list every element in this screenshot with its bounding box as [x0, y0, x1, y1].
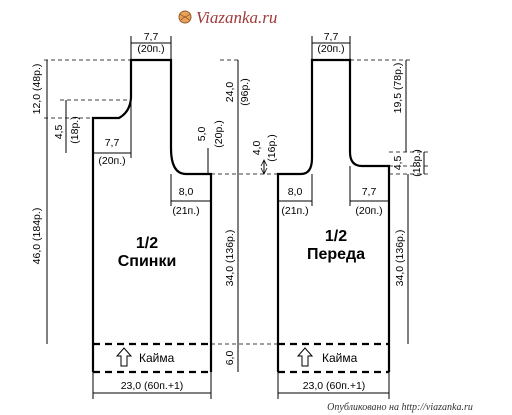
back-neck-width: 7,7 [144, 31, 159, 43]
front-armhole-width-sts: (21п.) [281, 205, 308, 217]
band-height: 6,0 [224, 351, 236, 366]
back-height-total: 46,0 (184р.) [31, 208, 43, 265]
front-shoulder-width-sts: (20п.) [355, 205, 382, 217]
front-title-name: Переда [307, 246, 365, 263]
front-outline [276, 58, 391, 344]
back-armhole-depth: 5,0 [196, 127, 208, 142]
up-arrow-icon [296, 347, 314, 367]
site-name: Viazanka.ru [196, 8, 277, 27]
site-header: Viazanka.ru [178, 8, 277, 27]
front-piece: 1/2 Переда Кайма 7,7 (20п.) 8,0 (21п.) 7… [276, 31, 428, 399]
front-height-neck: 4,5 [392, 156, 404, 171]
back-shoulder-width-sts: (20п.) [98, 155, 125, 167]
front-height-main: 34,0 (136р.) [394, 230, 406, 287]
back-piece: 1/2 Спинки Кайма 7,7 (20п.) 7,7 (20п.) 8… [31, 31, 225, 399]
back-outline [91, 58, 213, 344]
front-armhole-width: 8,0 [288, 186, 303, 198]
back-band-label: Кайма [139, 351, 175, 365]
front-height-neck-rows: (18р.) [411, 149, 423, 176]
back-title-fraction: 1/2 [136, 235, 158, 252]
footer-credit: Опубликовано на http://viazanka.ru [327, 402, 473, 413]
front-neck-width-sts: (20п.) [317, 43, 344, 55]
ball-of-yarn-icon [178, 10, 192, 24]
neck-depth: 4,0 [251, 141, 263, 156]
back-armhole-depth-rows: (20р.) [213, 120, 225, 147]
back-height-shoulder-rows: (18р.) [69, 116, 81, 143]
front-height-upper: 19,5 (78р.) [392, 63, 404, 114]
main-height: 34,0 (136р.) [224, 230, 236, 287]
middle-dimensions: 24,0 (96р.) 34,0 (136р.) 6,0 4,0 (16р.) [211, 59, 278, 372]
back-height-upper: 12,0 (48р.) [31, 64, 43, 115]
back-shoulder-width: 7,7 [105, 137, 120, 149]
top-height: 24,0 [224, 82, 236, 103]
neck-depth-rows: (16р.) [266, 134, 278, 161]
front-bottom-width: 23,0 (60п.+1) [303, 380, 366, 392]
front-title-fraction: 1/2 [325, 228, 347, 245]
front-neck-width: 7,7 [324, 31, 339, 43]
back-neck-width-sts: (20п.) [137, 43, 164, 55]
back-armhole-width-sts: (21п.) [172, 205, 199, 217]
back-armhole-width: 8,0 [179, 186, 194, 198]
front-band-label: Кайма [322, 351, 358, 365]
back-bottom-width: 23,0 (60п.+1) [121, 380, 184, 392]
front-shoulder-width: 7,7 [362, 186, 377, 198]
top-height-rows: (96р.) [239, 78, 251, 105]
up-arrow-icon [115, 347, 133, 367]
back-title-name: Спинки [118, 253, 177, 270]
back-height-shoulder: 4,5 [53, 125, 65, 140]
